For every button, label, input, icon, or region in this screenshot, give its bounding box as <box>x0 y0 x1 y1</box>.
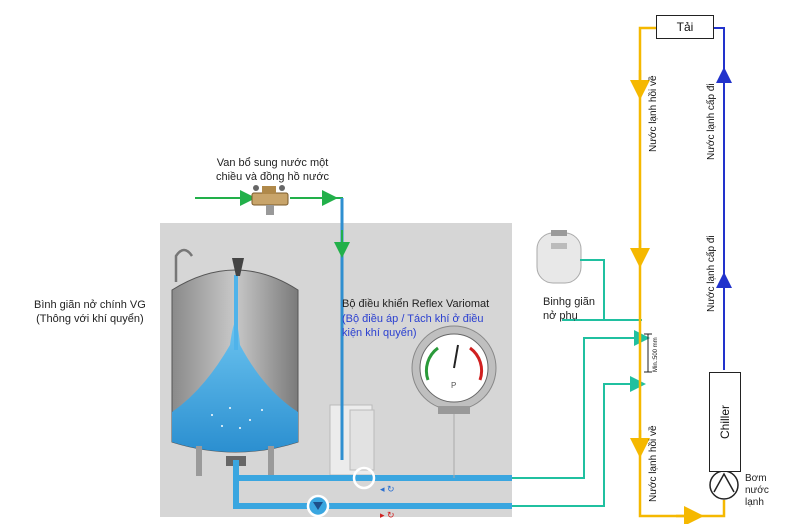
valve-label-line2: chiều và đồng hồ nước <box>216 171 330 183</box>
pump-icon[interactable] <box>709 470 739 500</box>
aux-vessel-line1: Binhg giãn <box>543 296 595 308</box>
pump-label: Bơm nước lạnh <box>745 473 769 509</box>
valve-label-line1: Van bổ sung nước một <box>216 157 329 169</box>
pump-label-line3: lạnh <box>745 497 764 508</box>
gauge-icon: P <box>411 325 497 478</box>
chiller-label: Chiller <box>718 404 733 440</box>
main-vessel-line1: Bình giãn nở chính VG <box>34 299 146 311</box>
supply-label-mid: Nước lạnh cấp đi <box>706 235 717 312</box>
svg-text:◂ ↻: ◂ ↻ <box>380 484 395 494</box>
main-expansion-vessel <box>171 269 299 476</box>
main-vessel-label: Bình giãn nở chính VG (Thông với khí quy… <box>34 298 146 326</box>
controller-subtitle: (Bộ điều áp / Tách khí ở điều kiện khí q… <box>342 312 484 340</box>
pump-label-line2: nước <box>745 485 769 496</box>
load-label: Tải <box>676 20 694 34</box>
svg-text:P: P <box>451 381 456 390</box>
return-label-bottom: Nước lạnh hồi về <box>648 425 659 502</box>
controller-title: Bộ điều khiển Reflex Variomat <box>342 298 490 310</box>
supply-label-top: Nước lạnh cấp đi <box>706 83 717 160</box>
min-height-label: Min.:500 mm <box>653 337 659 372</box>
vent-icon <box>174 248 194 282</box>
controller-sub-line1: (Bộ điều áp / Tách khí ở điều <box>342 313 484 325</box>
return-line <box>638 26 726 518</box>
return-label-top: Nước lạnh hồi về <box>648 75 659 152</box>
main-vessel-line2: (Thông với khí quyển) <box>36 313 144 325</box>
svg-text:▸ ↻: ▸ ↻ <box>380 510 395 520</box>
valve-label: Van bổ sung nước một chiều và đồng hồ nư… <box>216 156 329 184</box>
controller-sub-line2: kiện khí quyển) <box>342 327 417 339</box>
chiller-box: Chiller <box>709 372 741 472</box>
aux-vessel-label: Binhg giãn nở phụ <box>543 295 595 323</box>
aux-vessel-line2: nở phụ <box>543 310 578 322</box>
load-box: Tải <box>656 15 714 39</box>
aux-expansion-vessel <box>536 230 582 284</box>
valve-icon <box>251 185 289 215</box>
pump-label-line1: Bơm <box>745 473 767 484</box>
